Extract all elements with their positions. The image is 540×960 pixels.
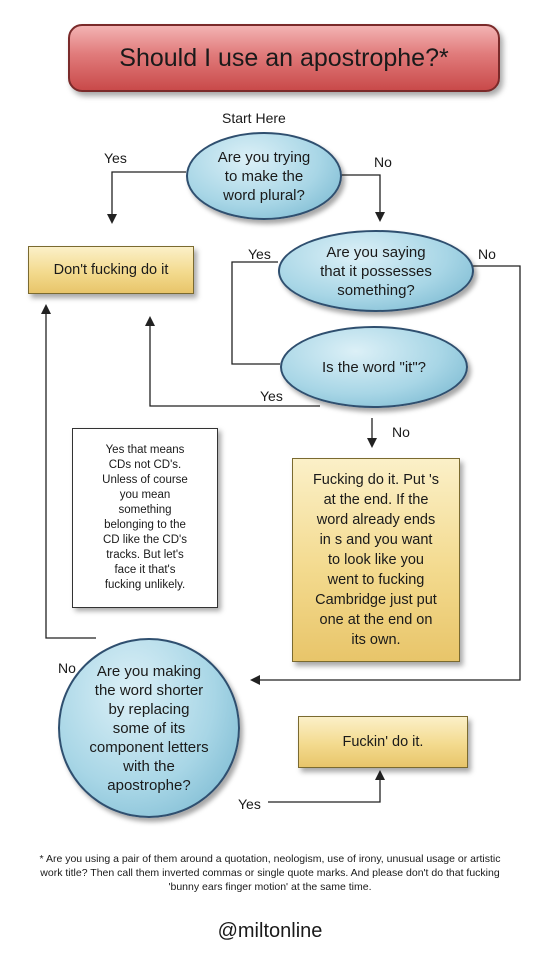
- answer-dont-do-it: Don't fucking do it: [28, 246, 194, 294]
- question-shorter-text: Are you making the word shorter by repla…: [89, 662, 209, 794]
- label-shorter-yes: Yes: [238, 796, 261, 812]
- arrow-shorter-no: [41, 304, 96, 639]
- page-title: Should I use an apostrophe?*: [119, 43, 449, 72]
- label-possess-no: No: [478, 246, 496, 262]
- label-it-no: No: [392, 424, 410, 440]
- question-plural-text: Are you trying to make the word plural?: [217, 148, 311, 204]
- question-possess: Are you saying that it possesses somethi…: [278, 230, 474, 312]
- question-is-it-text: Is the word "it"?: [321, 358, 427, 376]
- arrow-shorter-yes: [268, 770, 385, 803]
- note-cds-text: Yes that means CDs not CD's. Unless of c…: [102, 444, 188, 591]
- label-plural-no: No: [374, 154, 392, 170]
- answer-contraction: Fuckin' do it.: [298, 716, 468, 768]
- answer-possessive-text: Fucking do it. Put 's at the end. If the…: [312, 472, 440, 648]
- answer-dont-text: Don't fucking do it: [53, 262, 169, 278]
- label-it-yes: Yes: [260, 388, 283, 404]
- note-cds: Yes that means CDs not CD's. Unless of c…: [72, 428, 218, 608]
- start-label: Start Here: [222, 110, 286, 126]
- arrow-possess-no: [250, 265, 521, 685]
- author-credit: @miltonline: [217, 920, 323, 942]
- title-banner: Should I use an apostrophe?*: [68, 24, 500, 92]
- arrow-plural-no: [338, 174, 385, 222]
- label-plural-yes: Yes: [104, 150, 127, 166]
- question-is-it: Is the word "it"?: [280, 326, 468, 408]
- arrow-plural-yes: [107, 171, 186, 224]
- arrow-possess-yes: [231, 261, 280, 365]
- answer-contraction-text: Fuckin' do it.: [342, 734, 424, 750]
- question-shorter: Are you making the word shorter by repla…: [58, 638, 240, 818]
- answer-possessive: Fucking do it. Put 's at the end. If the…: [292, 458, 460, 662]
- question-possess-text: Are you saying that it possesses somethi…: [320, 243, 432, 299]
- question-plural: Are you trying to make the word plural?: [186, 132, 342, 220]
- label-possess-yes: Yes: [248, 246, 271, 262]
- footnote: * Are you using a pair of them around a …: [39, 853, 501, 893]
- arrow-it-yes: [145, 316, 320, 407]
- label-shorter-no: No: [58, 660, 76, 676]
